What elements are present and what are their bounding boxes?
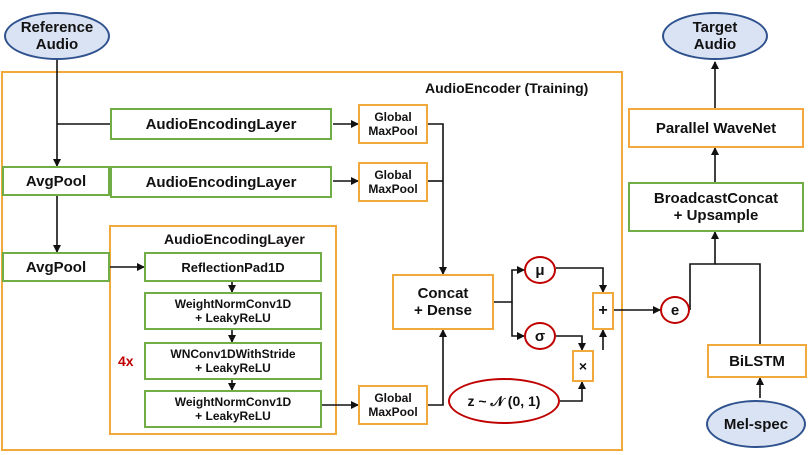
concat-dense: Concat + Dense xyxy=(392,274,494,330)
repeat-4x-label: 4x xyxy=(118,353,134,369)
wnconv1d-with-stride: WNConv1DWithStride + LeakyReLU xyxy=(144,342,322,380)
reflection-pad-1d: ReflectionPad1D xyxy=(144,252,322,282)
inner-encoding-layer-frame xyxy=(109,225,337,435)
plus-op: + xyxy=(592,292,614,330)
e-node: e xyxy=(660,296,690,324)
avgpool-1: AvgPool xyxy=(2,166,110,196)
inner-encoding-layer-title: AudioEncodingLayer xyxy=(164,231,305,247)
target-audio-node: Target Audio xyxy=(662,12,768,60)
global-maxpool-3: Global MaxPool xyxy=(358,385,428,425)
weightnorm-conv1d-1: WeightNormConv1D + LeakyReLU xyxy=(144,292,322,330)
parallel-wavenet: Parallel WaveNet xyxy=(628,108,804,148)
weightnorm-conv1d-2: WeightNormConv1D + LeakyReLU xyxy=(144,390,322,428)
z-normal-sample: z ~ 𝒩 (0, 1) xyxy=(448,378,560,424)
broadcast-concat-upsample: BroadcastConcat + Upsample xyxy=(628,182,804,232)
global-maxpool-2: Global MaxPool xyxy=(358,162,428,202)
avgpool-2: AvgPool xyxy=(2,252,110,282)
audio-encoding-layer-2: AudioEncodingLayer xyxy=(110,166,332,198)
audio-encoding-layer-1: AudioEncodingLayer xyxy=(110,108,332,140)
audio-encoder-title: AudioEncoder (Training) xyxy=(425,80,589,96)
global-maxpool-1: Global MaxPool xyxy=(358,104,428,144)
mu-node: μ xyxy=(524,256,556,284)
times-op: × xyxy=(572,350,594,382)
reference-audio-node: Reference Audio xyxy=(4,12,110,60)
sigma-node: σ xyxy=(524,322,556,350)
bilstm: BiLSTM xyxy=(707,344,807,378)
mel-spec-node: Mel-spec xyxy=(706,400,806,448)
